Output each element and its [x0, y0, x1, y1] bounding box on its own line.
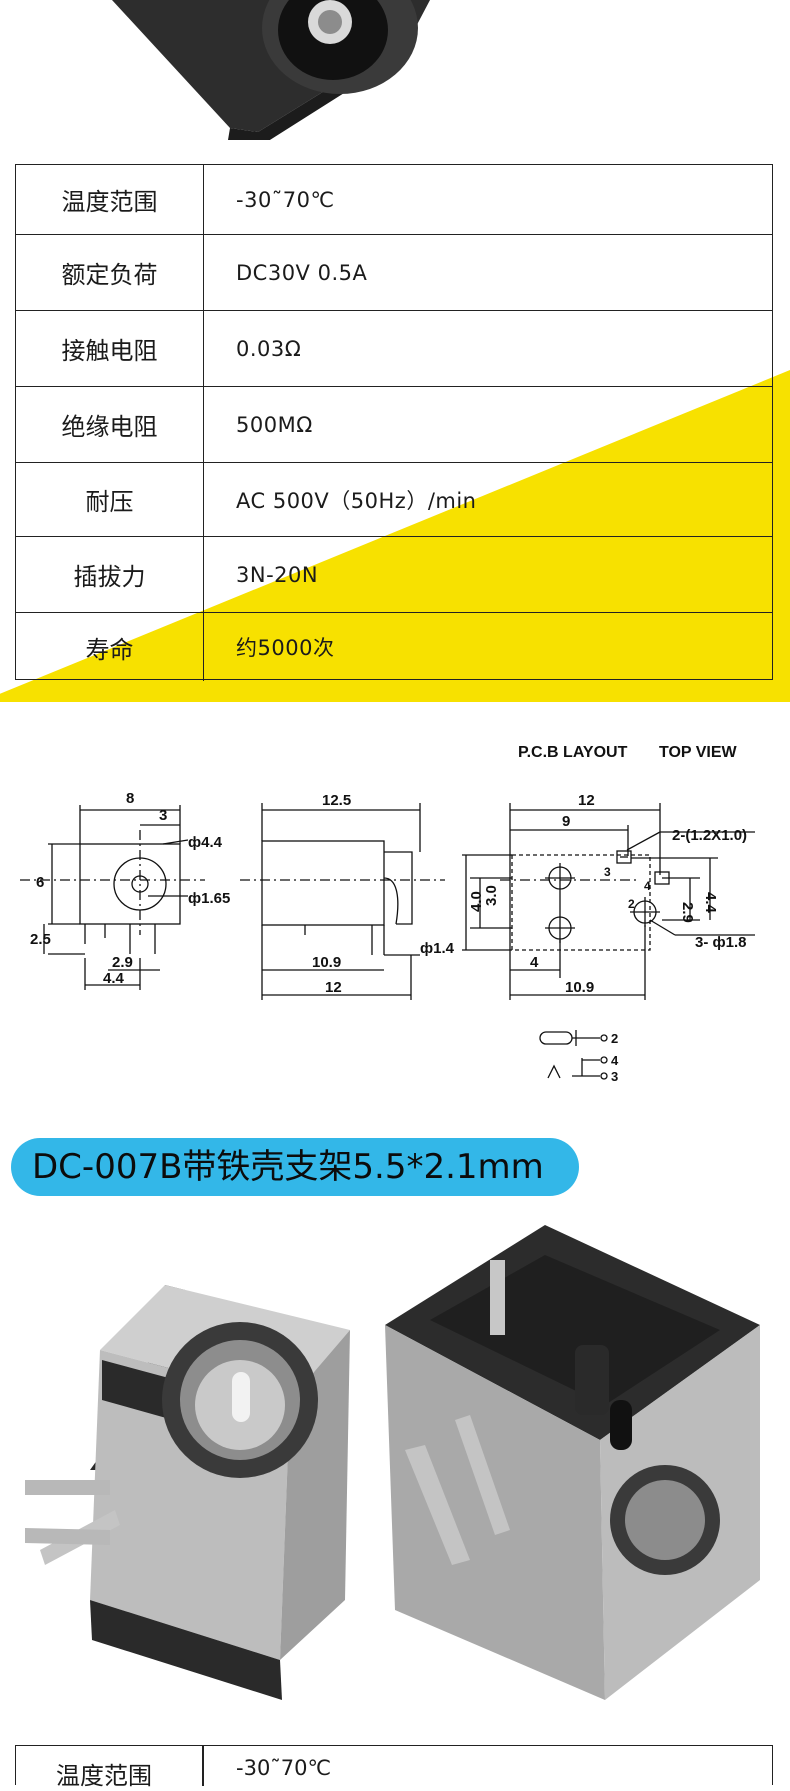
- dim-label: 10.9: [312, 954, 341, 971]
- pin-label: 4: [611, 1053, 619, 1068]
- dim-label: 3.0: [483, 885, 500, 906]
- dim-label: 2.5: [30, 931, 51, 948]
- pin-label: 3: [604, 865, 611, 879]
- dim-label: 4.4: [103, 970, 125, 987]
- spec-row-lifespan: 寿命 约5000次: [16, 613, 772, 681]
- dim-label: 12: [325, 979, 342, 996]
- spec-value: 500MΩ: [236, 412, 313, 437]
- dim-label: 2.9: [112, 954, 133, 971]
- spec-value: 3N-20N: [236, 562, 319, 587]
- product-photo-top: [0, 0, 790, 150]
- spec-label: 耐压: [16, 463, 204, 536]
- spec-value: DC30V 0.5A: [236, 260, 368, 285]
- spec-label: 绝缘电阻: [16, 387, 204, 462]
- spec-value: -30˜70℃: [236, 187, 335, 212]
- product-photo-connectors: [0, 1215, 790, 1745]
- spec-row-temperature: 温度范围 -30˜70℃: [16, 165, 772, 235]
- dim-label: 8: [126, 790, 134, 807]
- dim-label: ф1.65: [188, 890, 230, 907]
- dim-label: 4.0: [468, 891, 485, 912]
- dim-label: 3- ф1.8: [695, 934, 746, 951]
- dim-label: 12.5: [322, 792, 351, 809]
- dim-label: 9: [562, 813, 570, 830]
- pin-label: 2: [611, 1031, 618, 1046]
- spec-value: 0.03Ω: [236, 336, 302, 361]
- table-divider: [202, 1746, 204, 1786]
- spec-label: 寿命: [16, 613, 204, 681]
- title-pill: [11, 1138, 579, 1196]
- spec-table: 温度范围 -30˜70℃ 额定负荷 DC30V 0.5A 接触电阻 0.03Ω …: [15, 164, 773, 681]
- spec-row-insertion-force: 插拔力 3N-20N: [16, 537, 772, 613]
- dim-label: 4.4: [702, 892, 719, 914]
- dim-label: 6: [36, 874, 44, 891]
- dim-label: 3: [159, 807, 167, 824]
- technical-drawing: P.C.B LAYOUT TOP VIEW 8 3 6 2.5 ф4.4 ф1.…: [0, 700, 790, 1110]
- spec-label: 额定负荷: [16, 235, 204, 310]
- spec-value: -30˜70℃: [236, 1756, 332, 1780]
- pin-label: 2: [628, 897, 635, 911]
- dim-label: ф1.4: [420, 940, 455, 957]
- spec-row-rated-load: 额定负荷 DC30V 0.5A: [16, 235, 772, 311]
- top-view-heading: TOP VIEW: [659, 744, 738, 761]
- spec-value: AC 500V（50Hz）/min: [236, 488, 477, 513]
- dim-label: 2-(1.2X1.0): [672, 827, 747, 844]
- spec-label: 插拔力: [16, 537, 204, 612]
- spec-label: 接触电阻: [16, 311, 204, 386]
- dim-label: 4: [530, 954, 539, 971]
- pcb-layout-heading: P.C.B LAYOUT: [518, 744, 628, 761]
- pin-label: 4: [644, 879, 651, 893]
- spec-value: 约5000次: [236, 636, 335, 660]
- product-title: DC-007B带铁壳支架5.5*2.1mm: [32, 1147, 544, 1187]
- dim-label: 10.9: [565, 979, 594, 996]
- spec-label: 温度范围: [56, 1762, 152, 1790]
- spec-table-partial: 温度范围 -30˜70℃: [15, 1745, 773, 1790]
- spec-row-contact-resistance: 接触电阻 0.03Ω: [16, 311, 772, 387]
- spec-row-insulation-resistance: 绝缘电阻 500MΩ: [16, 387, 772, 463]
- pin-label: 3: [611, 1069, 618, 1084]
- dim-label: 2.9: [679, 902, 696, 923]
- spec-row-withstand-voltage: 耐压 AC 500V（50Hz）/min: [16, 463, 772, 537]
- spec-label: 温度范围: [16, 165, 204, 234]
- spec-section: 温度范围 -30˜70℃ 额定负荷 DC30V 0.5A 接触电阻 0.03Ω …: [0, 150, 790, 702]
- dim-label: 12: [578, 792, 595, 809]
- dim-label: ф4.4: [188, 834, 223, 851]
